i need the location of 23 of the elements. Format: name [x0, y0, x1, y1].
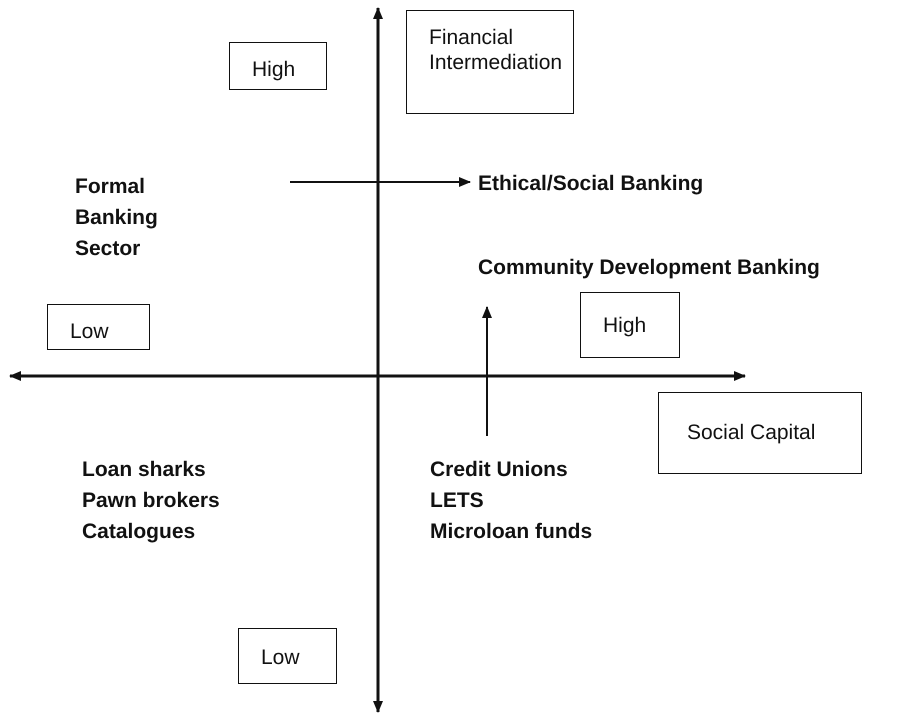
- category-label: Catalogues: [82, 519, 196, 545]
- box-label: High: [252, 57, 296, 82]
- label-box: [658, 392, 862, 474]
- category-label: Community Development Banking: [478, 255, 818, 281]
- category-label: Credit Unions: [430, 457, 569, 483]
- category-label: Ethical/Social Banking: [478, 171, 704, 197]
- arrow: [482, 306, 492, 436]
- category-label: Pawn brokers: [82, 488, 220, 514]
- box-label: Financial Intermediation: [429, 25, 564, 75]
- label-box: [229, 42, 327, 90]
- label-box: [238, 628, 337, 684]
- category-label: Formal Banking Sector: [75, 174, 157, 262]
- category-label: Microloan funds: [430, 519, 594, 545]
- label-box: [406, 10, 574, 114]
- label-box: [580, 292, 680, 358]
- arrow: [290, 177, 471, 187]
- box-label: Social Capital: [687, 420, 816, 445]
- label-box: [47, 304, 150, 350]
- box-label: Low: [261, 645, 301, 670]
- box-label: High: [603, 313, 648, 338]
- box-label: Low: [70, 319, 110, 344]
- category-label: Loan sharks: [82, 457, 206, 483]
- category-label: LETS: [430, 488, 485, 514]
